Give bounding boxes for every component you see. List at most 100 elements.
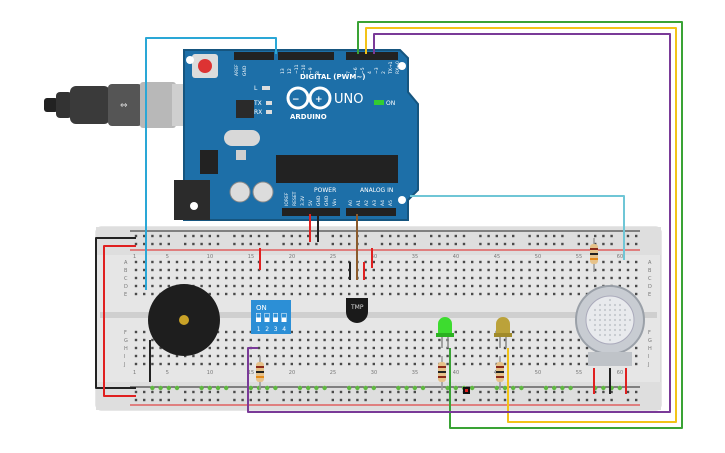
row-letter: C xyxy=(124,276,128,282)
column-number: 5 xyxy=(166,370,169,376)
column-number: 15 xyxy=(248,254,254,260)
column-number: 50 xyxy=(535,370,541,376)
arduino-logo-icon xyxy=(286,86,310,110)
usb-chip xyxy=(236,100,254,118)
digital-pin-label: 4 xyxy=(367,71,373,74)
breadboard-holes xyxy=(130,230,640,406)
on-label: ON xyxy=(386,100,395,107)
gas-sensor[interactable] xyxy=(575,285,645,366)
column-number: 40 xyxy=(453,254,459,260)
column-number: 10 xyxy=(207,370,213,376)
reset-button-cap[interactable] xyxy=(198,59,212,73)
column-number: 15 xyxy=(248,370,254,376)
rx-label: RX xyxy=(254,109,262,116)
temperature-sensor[interactable]: TMP xyxy=(346,298,368,323)
digital-pin-label: 7 xyxy=(346,71,352,74)
digital-pin-label: 12 xyxy=(287,68,293,74)
power-pin-label: GND xyxy=(316,195,322,206)
digital-pin-label: ~3 xyxy=(374,67,380,74)
wire-gnd-rail[interactable] xyxy=(95,237,136,389)
row-letter: E xyxy=(124,292,127,298)
column-number: 5 xyxy=(166,254,169,260)
capacitor-2 xyxy=(252,181,274,203)
power-pin-label: Vin xyxy=(332,199,338,206)
digital-pin-label: 8 xyxy=(315,71,321,74)
row-letter: D xyxy=(124,284,128,290)
svg-text:+: + xyxy=(315,95,323,105)
column-number: 20 xyxy=(289,370,295,376)
breadboard-column-numbers: 1155101015152020252530303535404045455050… xyxy=(133,254,623,376)
header-power xyxy=(282,208,340,216)
power-pin-label: GND xyxy=(324,195,330,206)
column-number: 10 xyxy=(207,254,213,260)
wire-yellow-led[interactable] xyxy=(365,27,677,423)
digital-pin-label: 2 xyxy=(381,71,387,74)
row-letter: G xyxy=(124,338,128,344)
atmega-chip xyxy=(276,155,398,183)
column-number: 60 xyxy=(617,254,623,260)
analog-pin-label: A0 xyxy=(348,200,354,206)
header-digital-1 xyxy=(278,52,334,60)
l-label: L xyxy=(254,85,258,92)
column-number: 45 xyxy=(494,254,500,260)
wire-gas-sensor[interactable] xyxy=(410,195,625,260)
on-led-icon xyxy=(374,100,384,105)
wire-buzzer-signal[interactable] xyxy=(145,37,277,290)
row-letter: J xyxy=(647,362,649,368)
wire-green-led[interactable] xyxy=(357,21,683,429)
resistor-green-led[interactable] xyxy=(438,356,446,390)
dip-switch-number: 3 xyxy=(274,326,278,333)
row-letter: B xyxy=(124,268,128,274)
capacitor-1 xyxy=(229,181,251,203)
green-led[interactable] xyxy=(436,317,454,348)
column-number: 35 xyxy=(412,370,418,376)
column-number: 35 xyxy=(412,254,418,260)
digital-pin-label: 13 xyxy=(280,68,286,74)
row-letter: F xyxy=(124,330,127,336)
dip-on-label: ON xyxy=(256,304,267,312)
wire-purple-dip[interactable] xyxy=(247,33,671,413)
row-letter: I xyxy=(124,354,125,360)
buzzer-center-icon xyxy=(179,315,189,325)
header-left xyxy=(234,52,274,60)
regulator xyxy=(200,150,218,174)
gas-sensor-mesh-icon xyxy=(588,298,632,342)
row-letter: A xyxy=(124,260,128,266)
digital-pin-label: ~5 xyxy=(360,67,366,74)
analog-pin-label: A3 xyxy=(372,200,378,206)
column-number: 55 xyxy=(576,370,582,376)
header-digital-2 xyxy=(346,52,398,60)
breadboard: 1155101015152020252530303535404045455050… xyxy=(95,226,662,411)
analog-pin-label: A5 xyxy=(388,200,394,206)
column-number: 60 xyxy=(617,370,623,376)
column-number: 1 xyxy=(133,370,136,376)
power-pin-label: 5V xyxy=(308,199,314,206)
temp-sensor-label: TMP xyxy=(350,304,364,311)
gnd-label: GND xyxy=(242,65,248,76)
svg-text:−: − xyxy=(292,95,300,105)
usb-cable[interactable]: ⇔ xyxy=(44,82,192,128)
usb-icon: ⇔ xyxy=(120,101,128,111)
power-jack xyxy=(174,180,210,220)
wire-vcc-rail[interactable] xyxy=(103,245,136,397)
digital-label: DIGITAL (PWM~) xyxy=(300,73,365,81)
column-number: 25 xyxy=(330,370,336,376)
resistor-dip[interactable] xyxy=(256,356,264,390)
dip-switch-number: 4 xyxy=(282,326,286,333)
row-letter: E xyxy=(648,292,651,298)
aref-label: AREF xyxy=(234,64,240,76)
column-number: 30 xyxy=(371,370,377,376)
digital-pin-label: RX←0 xyxy=(395,61,401,74)
arduino-uno-board[interactable]: DIGITAL (PWM~) − + ARDUINO UNO ON L TX R… xyxy=(174,49,419,221)
column-number: 40 xyxy=(453,370,459,376)
yellow-led[interactable] xyxy=(494,317,512,348)
crystal xyxy=(224,130,260,146)
resistor-gas-sensor[interactable] xyxy=(590,238,598,272)
resistor-yellow-led[interactable] xyxy=(496,356,504,390)
row-letter: C xyxy=(648,276,652,282)
piezo-buzzer[interactable] xyxy=(148,284,220,356)
